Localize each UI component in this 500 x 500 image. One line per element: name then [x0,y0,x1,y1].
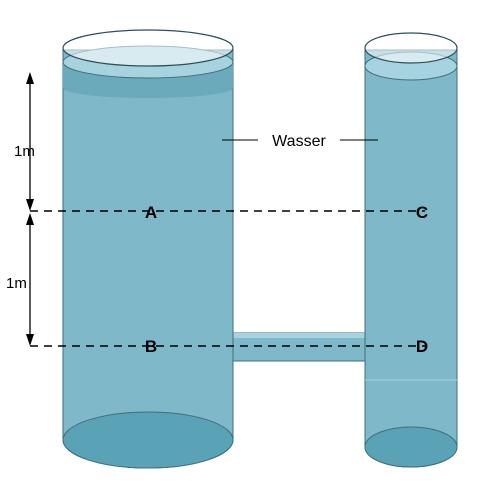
left-cylinder-base [62,411,234,469]
pipe-top-highlight [230,333,368,338]
arrow-head-up-icon [26,213,34,225]
dimension-label-top: 1m [14,143,35,160]
point-label-d: D [416,337,428,356]
dimension-arrow-bottom [26,213,34,346]
dimension-arrow-top [26,72,34,211]
connecting-pipe [229,332,369,362]
arrow-head-down-icon [26,199,34,211]
arrow-head-down-icon [26,334,34,346]
left-cylinder [62,29,234,469]
right-cylinder-rim [364,32,458,64]
right-cylinder [364,32,458,468]
dimension-label-bottom: 1m [6,275,27,292]
point-label-b: B [145,337,157,356]
arrow-head-up-icon [26,72,34,84]
point-label-c: C [416,203,428,222]
left-cylinder-rim [62,29,234,67]
fluid-label: Wasser [272,133,326,150]
right-cylinder-base [364,426,458,468]
point-label-a: A [145,203,157,222]
right-cylinder-body [364,49,458,468]
left-cylinder-body [62,49,234,469]
